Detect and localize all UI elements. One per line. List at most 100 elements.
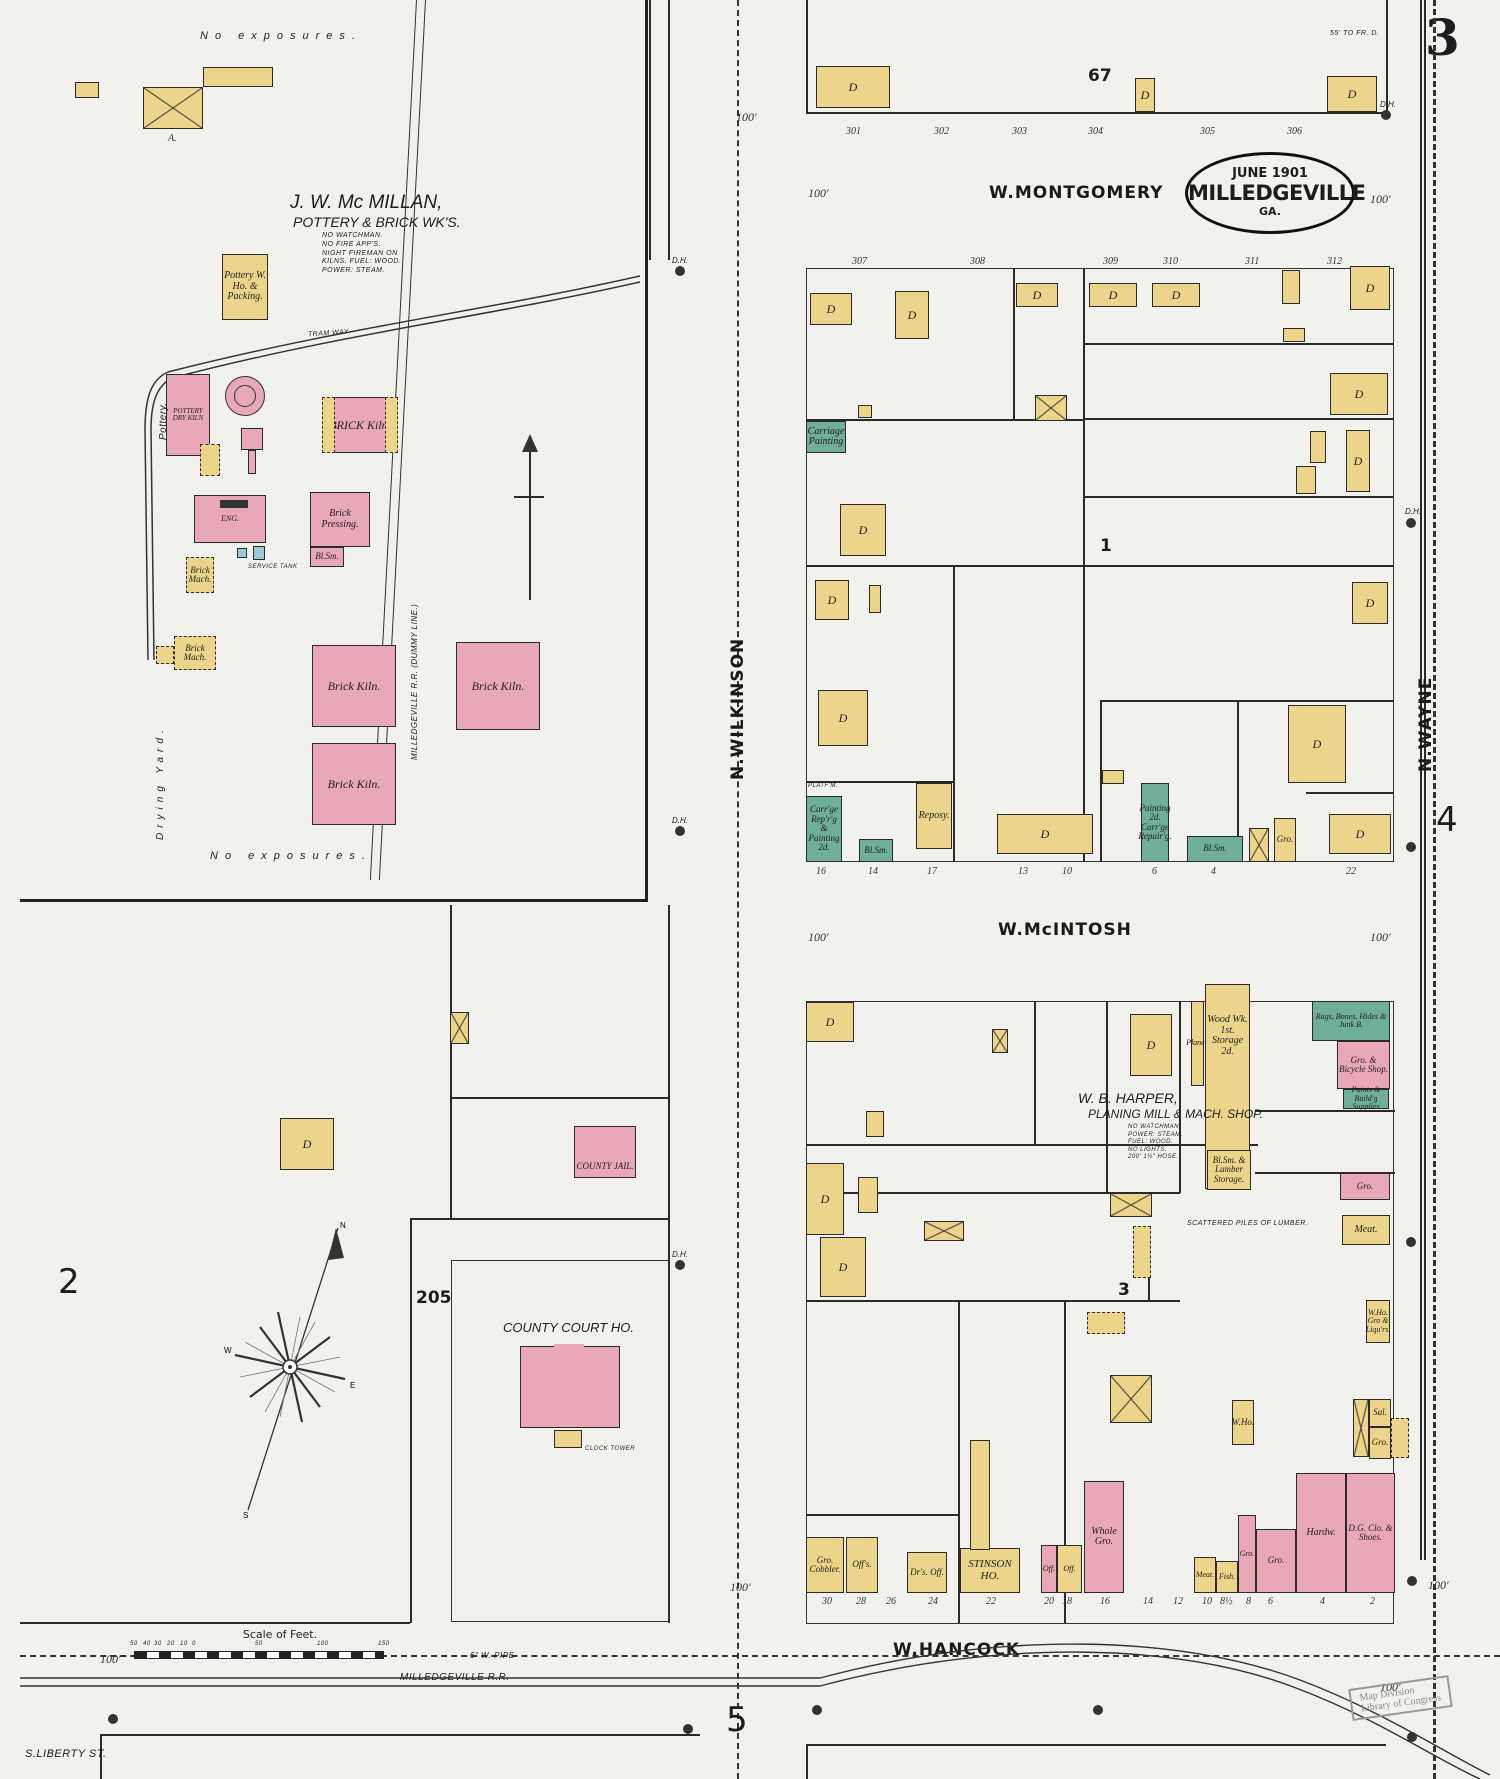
office: Off. [1041,1545,1057,1593]
city-title-cartouche: JUNE 1901 MILLEDGEVILLE GA. [1185,152,1366,234]
well-icon [237,548,247,558]
label: D [1355,826,1365,841]
grocery-bicycle-shop: Gro. & Bicycle Shop. [1337,1041,1390,1089]
shed [200,444,220,476]
adjacent-sheet-4[interactable]: 4 [1436,800,1458,840]
dwelling: D [820,1237,866,1297]
dwelling: D [895,291,929,339]
dwelling: D [1135,78,1155,112]
label: Hardw. [1306,1526,1336,1538]
tick: 50 [255,1641,263,1647]
shed [858,1177,878,1213]
address-number: 310 [1163,256,1178,267]
lot-line [953,565,955,862]
adjacent-sheet-2[interactable]: 2 [58,1262,80,1302]
label: Gro. Cobbler. [809,1554,841,1574]
hydrant-icon [1406,842,1416,852]
shed [1035,395,1067,421]
address-number: 10 [1062,866,1072,877]
address-number: 14 [868,866,878,877]
hydrant-icon [683,1724,693,1734]
shed-p [450,1012,469,1044]
lot-line [1064,1300,1066,1623]
label: Brick Kiln. [327,776,381,791]
grocery: Gro. [1369,1427,1391,1459]
label: Painting 2d. Carr'ge Repair'g. [1138,802,1172,841]
wilkinson-centerline [737,0,739,1779]
label: Fish. [1218,1571,1236,1581]
label: Planer. [1186,1038,1209,1048]
label: Wood Wk. 1st. Storage 2d. [1207,1014,1248,1057]
shed [1391,1418,1409,1458]
hancock-centerline [20,1655,1500,1657]
label: W.Ho. [1231,1416,1255,1427]
label: BRICK Kiln. [329,417,391,432]
label: Carriage Painting [807,425,845,447]
address-number: 309 [1103,256,1118,267]
address-number: 22 [986,1596,996,1607]
wayne-centerline [1433,0,1436,1779]
north-arrow-crossbar [514,496,544,498]
grocery: Gro. [1256,1529,1296,1593]
boiler-icon [220,500,248,508]
hydrant-icon [108,1714,118,1724]
carriage-painting: Carriage Painting [806,421,846,453]
label: Bl.Sm. [315,551,339,562]
label: D [1140,87,1150,102]
offices: Off's. [846,1537,878,1593]
address-number: 307 [852,256,867,267]
label: Pottery W. Ho. & Packing. [224,270,266,303]
address-number: 312 [1327,256,1342,267]
lot-line [100,1734,102,1779]
lot-line [1306,792,1394,794]
no-exposures-bottom: No exposures. [210,850,372,862]
lot-line [806,781,954,783]
tick: 10 [180,1641,188,1647]
state-name: GA. [1259,205,1281,218]
harper-notes: NO WATCHMAN. POWER: STEAM. FUEL: WOOD. N… [1128,1124,1183,1162]
tick: 30 [154,1641,162,1647]
label: D [1171,287,1181,302]
lumber-piles-label: SCATTERED PILES OF LUMBER. [1187,1220,1309,1227]
street-n-wilkinson: N.WILKINSON [728,637,748,780]
lot-line [806,1744,1386,1746]
street-width: 100' [808,186,829,200]
adjacent-sheet-5[interactable]: 5 [726,1700,748,1740]
lot-line [1083,343,1393,345]
label: Brick Mach. [183,642,207,662]
street-w-montgomery: W.MONTGOMERY [989,183,1164,203]
lot-line [806,0,808,112]
label: ENG. [221,513,239,523]
lot-line [410,1218,412,1623]
lumber-storage: Bl.Sm. & Lumber Storage. [1207,1150,1251,1190]
label: Brick Pressing. [321,508,359,530]
address-number: 303 [1012,126,1027,137]
hydrant-icon [1093,1705,1103,1715]
label: POTTERY DRY KILN [172,406,204,422]
lot-line [806,1144,1258,1146]
planer-shed: Planer. [1186,1001,1209,1086]
note-line: NO WATCHMAN. [322,232,383,239]
meat-market: Meat. [1342,1215,1390,1245]
dwelling: D [815,580,849,620]
scale-bar [134,1651,384,1659]
dwelling: D [1288,705,1346,783]
address-number: 8 [1246,1596,1251,1607]
block-number-1: 1 [1100,536,1112,556]
dwelling: D [806,1002,854,1042]
note-line: NIGHT FIREMAN ON [322,249,398,257]
stinson-hotel: STINSON HO. [960,1548,1020,1593]
street-s-liberty: S.LIBERTY ST. [25,1748,107,1760]
dwelling: D [1329,814,1391,854]
street-width: 100' [1428,1578,1449,1592]
label: D [820,1191,830,1206]
grocery: Gro. [1238,1515,1256,1593]
lot-line [649,0,651,260]
milledgeville-railroad [20,1643,1491,1779]
shed [1110,1375,1152,1423]
dwelling: D [1350,266,1390,310]
label: Gro. [1276,834,1294,845]
shed [1110,1193,1152,1217]
lot-line [450,905,452,1220]
street-n-wayne: N.WAYNE [1416,676,1436,772]
